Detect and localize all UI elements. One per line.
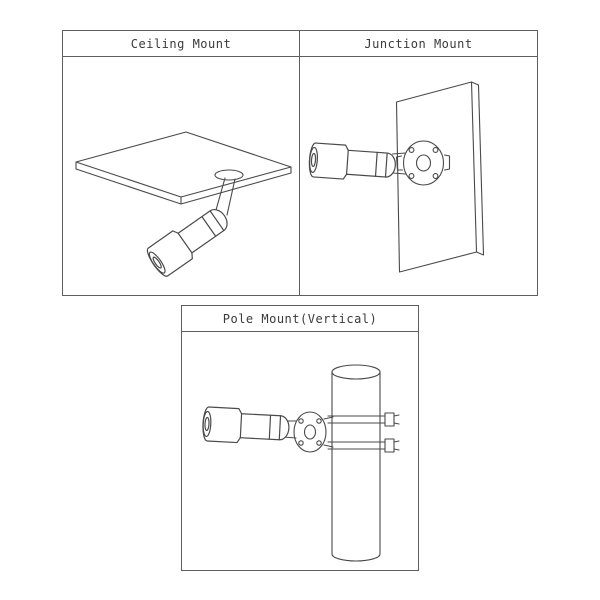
mounting-straps: [327, 412, 400, 453]
panel-junction-mount: Junction Mount: [300, 31, 537, 295]
pole-mount-title: Pole Mount(Vertical): [222, 311, 378, 326]
top-panels-frame: Ceiling Mount: [62, 30, 538, 296]
bullet-camera-icon: [201, 406, 291, 446]
bullet-camera-icon: [307, 142, 398, 184]
pole-mount-illustration: [201, 364, 400, 562]
panel-header-junction-mount: Junction Mount: [300, 31, 537, 57]
ceiling-mount-illustration: [75, 131, 292, 280]
mount-bracket: [391, 152, 407, 175]
mount-bracket: [214, 169, 244, 216]
ceiling-mount-title: Ceiling Mount: [130, 36, 232, 51]
panel-ceiling-mount: Ceiling Mount: [63, 31, 300, 295]
ceiling-tile: [75, 131, 292, 205]
junction-box: [293, 411, 334, 453]
junction-box: [395, 140, 451, 186]
panel-header-pole-mount: Pole Mount(Vertical): [182, 306, 418, 332]
bullet-camera-icon: [143, 201, 235, 280]
panel-body-junction-mount: [300, 57, 537, 295]
panel-body-ceiling-mount: [63, 57, 299, 295]
panel-body-pole-mount: [182, 332, 418, 570]
panel-pole-mount: Pole Mount(Vertical): [181, 305, 419, 571]
pole: [331, 364, 381, 562]
junction-mount-illustration: [307, 81, 485, 273]
panel-header-ceiling-mount: Ceiling Mount: [63, 31, 299, 57]
junction-mount-title: Junction Mount: [364, 36, 473, 51]
